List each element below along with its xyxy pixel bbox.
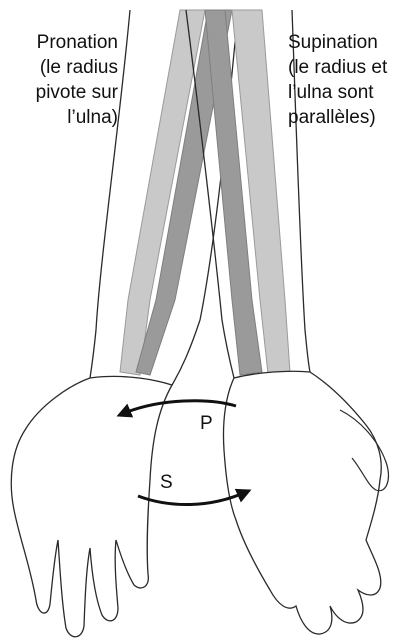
pronation-label-line: pivote sur bbox=[6, 80, 118, 105]
right-hand bbox=[223, 371, 381, 634]
supination-label-line: (le radius et bbox=[288, 55, 406, 80]
pronation-label: Pronation (le radius pivote sur l’ulna) bbox=[6, 30, 118, 130]
left-hand bbox=[11, 376, 172, 636]
supination-label-line: Supination bbox=[288, 30, 406, 55]
pronation-label-line: l’ulna) bbox=[6, 105, 118, 130]
supination-label-line: l’ulna sont bbox=[288, 80, 406, 105]
pronation-label-line: Pronation bbox=[6, 30, 118, 55]
supination-label: Supination (le radius et l’ulna sont par… bbox=[288, 30, 406, 130]
supination-label-line: parallèles) bbox=[288, 105, 406, 130]
pronation-label-line: (le radius bbox=[6, 55, 118, 80]
supination-arrow-letter: S bbox=[160, 473, 173, 493]
pronation-arrow-letter: P bbox=[200, 414, 213, 434]
